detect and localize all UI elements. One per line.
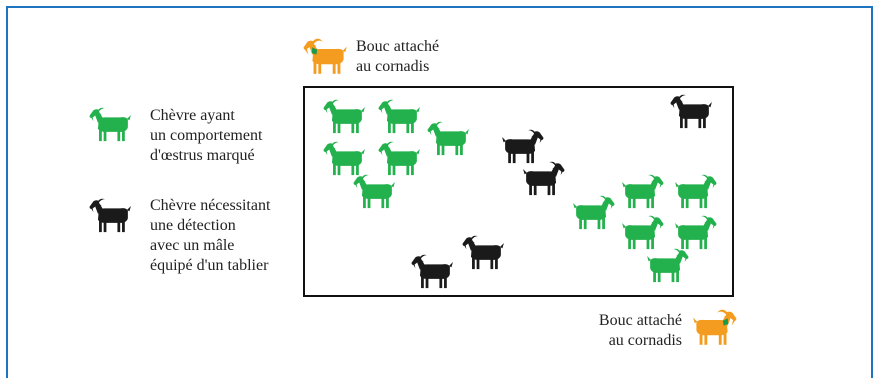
detection-goat-icon (410, 254, 456, 290)
estrus-goat-icon (672, 215, 718, 251)
estrus-goat-icon (322, 141, 368, 177)
tethered-buck-icon-bottom (690, 308, 738, 348)
detection-goat-icon (669, 94, 715, 130)
estrus-goat-icon (570, 195, 616, 231)
detection-goat-icon (520, 161, 566, 197)
tethered-buck-icon (302, 37, 350, 77)
estrus-goat-icon (672, 174, 718, 210)
estrus-goat-icon (619, 174, 665, 210)
estrus-goat-legend-icon (88, 107, 134, 143)
estrus-goat-icon (426, 121, 472, 157)
tethered-buck-label: Bouc attaché au cornadis (356, 37, 439, 77)
detection-goat-legend-label: Chèvre nécessitant une détection avec un… (150, 196, 270, 276)
estrus-goat-icon (619, 215, 665, 251)
detection-goat-legend-icon (88, 198, 134, 234)
estrus-goat-icon (352, 174, 398, 210)
detection-goat-icon (499, 129, 545, 165)
estrus-goat-legend-label: Chèvre ayant un comportement d'œstrus ma… (150, 106, 262, 166)
detection-goat-icon (461, 235, 507, 271)
estrus-goat-icon (377, 99, 423, 135)
estrus-goat-icon (644, 248, 690, 284)
estrus-goat-icon (322, 99, 368, 135)
tethered-buck-label-bottom: Bouc attaché au cornadis (580, 311, 682, 351)
estrus-goat-icon (377, 141, 423, 177)
